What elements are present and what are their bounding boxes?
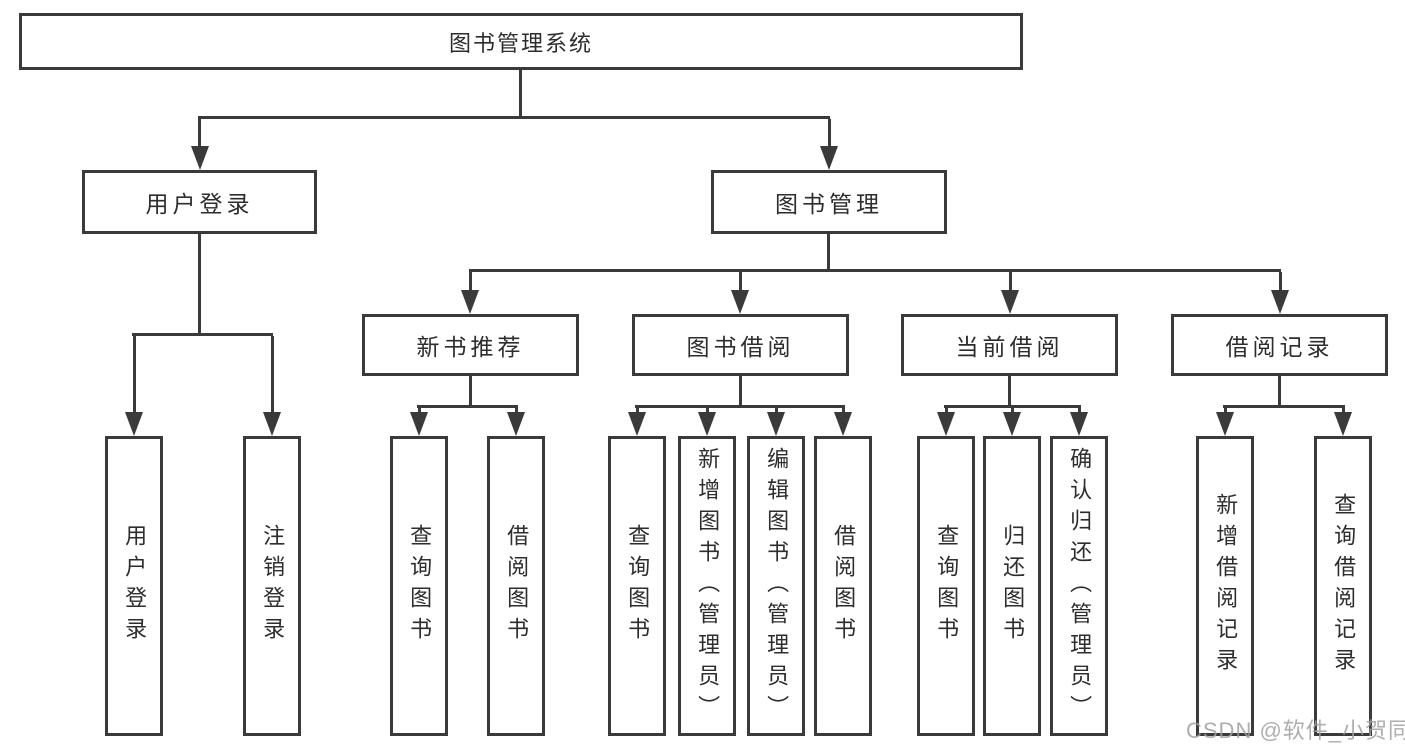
leaf-query-books-current-label: 查询图书 (934, 524, 960, 648)
arrow-down-icon (767, 412, 785, 436)
leaf-edit-book-admin-label: 编辑图书（管理员） (764, 446, 790, 726)
arrow-shaft-line (1278, 272, 1282, 294)
leaf-query-books-current: 查询图书 (917, 436, 975, 736)
arrow-down-icon (1070, 412, 1088, 436)
arrow-shaft-line (132, 336, 136, 416)
leaf-borrow-books-borrow-label: 借阅图书 (831, 524, 857, 648)
leaf-borrow-books-borrow: 借阅图书 (814, 436, 872, 736)
arrow-shaft-line (468, 272, 472, 294)
node-root-label: 图书管理系统 (448, 30, 593, 56)
connector-line-horizontal (1223, 405, 1345, 408)
arrow-down-icon (820, 146, 838, 170)
leaf-add-borrow-record-label: 新增借阅记录 (1213, 493, 1239, 679)
node-book-management-branch-label: 图书管理 (775, 191, 883, 217)
connector-line-horizontal (417, 405, 518, 408)
leaf-user-login: 用户登录 (105, 436, 163, 736)
connector-line-horizontal (635, 405, 845, 408)
leaf-user-login-label: 用户登录 (122, 524, 148, 648)
leaf-edit-book-admin: 编辑图书（管理员） (747, 436, 805, 736)
leaf-add-book-admin: 新增图书（管理员） (678, 436, 736, 736)
node-book-management-branch: 图书管理 (711, 170, 947, 234)
arrow-down-icon (937, 412, 955, 436)
arrow-down-icon (698, 412, 716, 436)
leaf-query-borrow-record-label: 查询借阅记录 (1331, 493, 1357, 679)
connector-line-horizontal (469, 269, 1281, 272)
node-new-book-recommend-label: 新书推荐 (416, 334, 525, 360)
node-borrow-records: 借阅记录 (1171, 314, 1388, 376)
leaf-query-books-borrow: 查询图书 (608, 436, 666, 736)
leaf-borrow-books-recommend-label: 借阅图书 (504, 524, 530, 648)
arrow-shaft-line (738, 272, 742, 294)
csdn-watermark: CSDN @软件_小贺同学 (1186, 718, 1405, 743)
leaf-query-books-borrow-label: 查询图书 (625, 524, 651, 648)
leaf-confirm-return-admin: 确认归还（管理员） (1050, 436, 1108, 736)
connector-line-vertical (1008, 376, 1011, 408)
arrow-down-icon (461, 290, 479, 314)
arrow-shaft-line (270, 336, 274, 416)
node-book-borrow-label: 图书借阅 (686, 334, 795, 360)
node-user-login-branch-label: 用户登录 (145, 191, 254, 217)
arrow-down-icon (263, 412, 281, 436)
arrow-shaft-line (198, 119, 201, 150)
leaf-query-borrow-record: 查询借阅记录 (1314, 436, 1372, 736)
leaf-logout-label: 注销登录 (260, 524, 286, 648)
connector-line-vertical (198, 234, 201, 336)
arrow-down-icon (410, 412, 428, 436)
leaf-confirm-return-admin-label: 确认归还（管理员） (1067, 446, 1093, 726)
node-current-borrow-label: 当前借阅 (955, 334, 1064, 360)
leaf-logout: 注销登录 (243, 436, 301, 736)
arrow-shaft-line (827, 119, 831, 150)
arrow-down-icon (628, 412, 646, 436)
arrow-down-icon (1003, 412, 1021, 436)
arrow-down-icon (1001, 290, 1019, 314)
node-borrow-records-label: 借阅记录 (1225, 334, 1334, 360)
connector-line-vertical (827, 234, 830, 272)
connector-line-horizontal (944, 405, 1081, 408)
leaf-query-books-recommend: 查询图书 (390, 436, 448, 736)
arrow-shaft-line (1008, 272, 1012, 294)
connector-line-horizontal (198, 116, 830, 119)
connector-line-horizontal (132, 333, 273, 336)
node-new-book-recommend: 新书推荐 (362, 314, 579, 376)
arrow-down-icon (1216, 412, 1234, 436)
leaf-add-borrow-record: 新增借阅记录 (1196, 436, 1254, 736)
arrow-down-icon (190, 146, 209, 170)
connector-line-vertical (469, 376, 472, 408)
node-book-borrow: 图书借阅 (632, 314, 849, 376)
connector-line-vertical (519, 70, 522, 119)
leaf-return-book-label: 归还图书 (1000, 524, 1026, 648)
node-current-borrow: 当前借阅 (901, 314, 1118, 376)
connector-line-vertical (739, 376, 742, 408)
arrow-down-icon (834, 412, 852, 436)
leaf-add-book-admin-label: 新增图书（管理员） (695, 446, 721, 726)
arrow-down-icon (125, 412, 143, 436)
arrow-down-icon (1271, 290, 1289, 314)
node-user-login-branch: 用户登录 (82, 170, 317, 234)
leaf-borrow-books-recommend: 借阅图书 (487, 436, 545, 736)
leaf-return-book: 归还图书 (983, 436, 1041, 736)
leaf-query-books-recommend-label: 查询图书 (407, 524, 433, 648)
arrow-down-icon (731, 290, 749, 314)
arrow-down-icon (1334, 412, 1352, 436)
node-root: 图书管理系统 (19, 13, 1023, 70)
connector-line-vertical (1278, 376, 1281, 408)
arrow-down-icon (507, 412, 525, 436)
